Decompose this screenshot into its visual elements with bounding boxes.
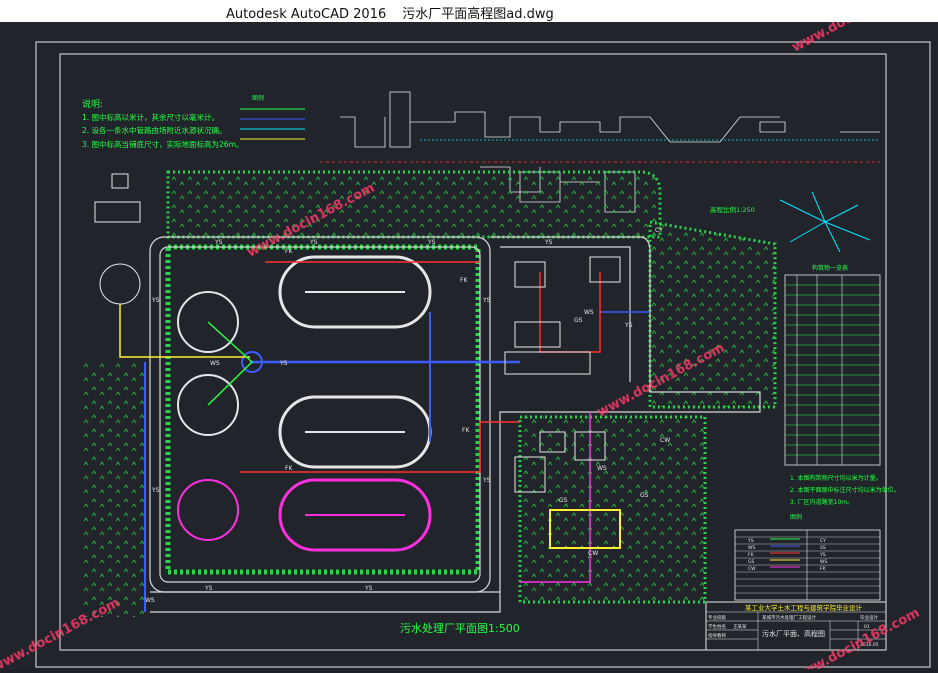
green-areas — [80, 170, 777, 617]
title-sheet-no: 01 — [864, 624, 870, 630]
svg-text:GS: GS — [748, 559, 754, 565]
plan-scale-label: 污水处理厂平面图1:500 — [400, 622, 520, 635]
svg-text:2. 本图平面图中标注尺寸均以米为单位。: 2. 本图平面图中标注尺寸均以米为单位。 — [790, 486, 900, 494]
svg-text:SS: SS — [820, 545, 826, 551]
svg-text:YS: YS — [151, 297, 160, 304]
note-3: 3. 图中标高当铺底尺寸，实际地面标高为26m。 — [82, 139, 243, 149]
legend-label: 图例 — [252, 94, 264, 102]
svg-text:YS: YS — [279, 360, 288, 367]
watermark-3: www.docin168.com — [790, 22, 922, 56]
svg-text:GS: GS — [559, 497, 568, 504]
svg-text:WS: WS — [210, 360, 220, 367]
svg-text:CW: CW — [660, 437, 670, 444]
svg-text:FK: FK — [748, 552, 755, 558]
window-title: Autodesk AutoCAD 2016 污水厂平面高程图ad.dwg — [226, 3, 554, 22]
svg-text:YS: YS — [819, 552, 826, 558]
svg-text:指导教师: 指导教师 — [708, 632, 726, 639]
right-notes: 1. 本图构筑物尺寸均以米为计量。 2. 本图平面图中标注尺寸均以米为单位。 3… — [790, 474, 900, 521]
app-title: Autodesk AutoCAD 2016 — [226, 7, 387, 22]
title-block[interactable]: 某工业大学土木工程与建筑学院毕业设计 某城市污水处理厂工程设计 毕业设计 专业班… — [705, 601, 887, 651]
svg-text:WS: WS — [584, 309, 594, 316]
svg-text:WS: WS — [820, 559, 827, 565]
oxidation-ditch-1 — [278, 255, 432, 329]
svg-text:YS: YS — [309, 239, 318, 246]
svg-text:图例: 图例 — [790, 513, 802, 521]
svg-text:YS: YS — [544, 239, 553, 246]
title-drawing-name: 污水厂平面、高程图 — [762, 629, 825, 638]
structures-table: 构筑物一览表 — [784, 264, 881, 466]
title-school: 某工业大学土木工程与建筑学院毕业设计 — [745, 603, 863, 612]
svg-text:FK: FK — [820, 566, 827, 572]
outer-frame — [35, 41, 931, 668]
pipe-legend-table: YS WS FK GS CW CY SS YS WS FK — [734, 529, 881, 601]
watermark-4: www.docin168.com — [0, 596, 122, 669]
svg-text:CW: CW — [588, 550, 598, 557]
buildings — [94, 173, 621, 549]
svg-text:YS: YS — [624, 322, 633, 329]
window-titlebar: Autodesk AutoCAD 2016 污水厂平面高程图ad.dwg — [0, 0, 938, 22]
svg-text:YS: YS — [151, 487, 160, 494]
svg-text:YS: YS — [427, 239, 436, 246]
title-date: 2016.05 — [860, 642, 879, 648]
svg-text:YS: YS — [747, 538, 754, 544]
top-legend: 图例 — [240, 94, 305, 140]
inner-frame — [59, 53, 887, 651]
svg-text:YS: YS — [204, 585, 213, 592]
notes-title: 说明: — [82, 98, 103, 110]
note-2: 2. 设各一条水中管路由场附近水源状况确。 — [82, 125, 227, 135]
title-student: 王某某 — [733, 624, 747, 630]
oxidation-ditch-3 — [278, 478, 432, 552]
svg-text:CY: CY — [655, 227, 663, 234]
svg-text:CY: CY — [820, 538, 826, 544]
svg-text:YS: YS — [214, 239, 223, 246]
svg-text:YS: YS — [482, 297, 491, 304]
svg-text:构筑物一览表: 构筑物一览表 — [812, 264, 848, 272]
svg-text:专业班级: 专业班级 — [708, 614, 726, 621]
svg-text:YS: YS — [482, 477, 491, 484]
svg-text:WS: WS — [145, 597, 155, 604]
svg-text:1. 本图构筑物尺寸均以米为计量。: 1. 本图构筑物尺寸均以米为计量。 — [790, 474, 882, 482]
profile-scale: 高程比例1:250 — [710, 205, 755, 214]
svg-text:GS: GS — [574, 317, 583, 324]
title-project: 某城市污水处理厂工程设计 — [762, 614, 816, 621]
svg-text:YS: YS — [364, 585, 373, 592]
svg-text:FK: FK — [462, 427, 470, 434]
title-subject: 毕业设计 — [860, 614, 878, 621]
clarifiers — [99, 263, 263, 541]
oxidation-ditch-2 — [278, 395, 432, 469]
svg-text:WS: WS — [597, 465, 607, 472]
pipe-labels: YS YS YS YS YS YS WS YS FK FK FK FK YS Y… — [145, 227, 670, 604]
svg-text:学生姓名: 学生姓名 — [708, 623, 726, 630]
file-name: 污水厂平面高程图ad.dwg — [402, 7, 554, 22]
notes-block: 说明: 1. 图中标高以米计，其余尺寸以毫米计。 2. 设各一条水中管路由场附近… — [82, 98, 243, 149]
svg-text:FK: FK — [285, 248, 293, 255]
svg-text:GS: GS — [640, 492, 649, 499]
note-1: 1. 图中标高以米计，其余尺寸以毫米计。 — [82, 112, 219, 122]
roads — [149, 236, 761, 613]
svg-text:3. 厂区内道路宽10m。: 3. 厂区内道路宽10m。 — [790, 498, 853, 506]
svg-text:FK: FK — [285, 465, 293, 472]
svg-text:CW: CW — [748, 566, 756, 572]
svg-text:WS: WS — [748, 545, 755, 551]
wind-rose — [779, 191, 871, 253]
svg-text:FK: FK — [460, 277, 468, 284]
